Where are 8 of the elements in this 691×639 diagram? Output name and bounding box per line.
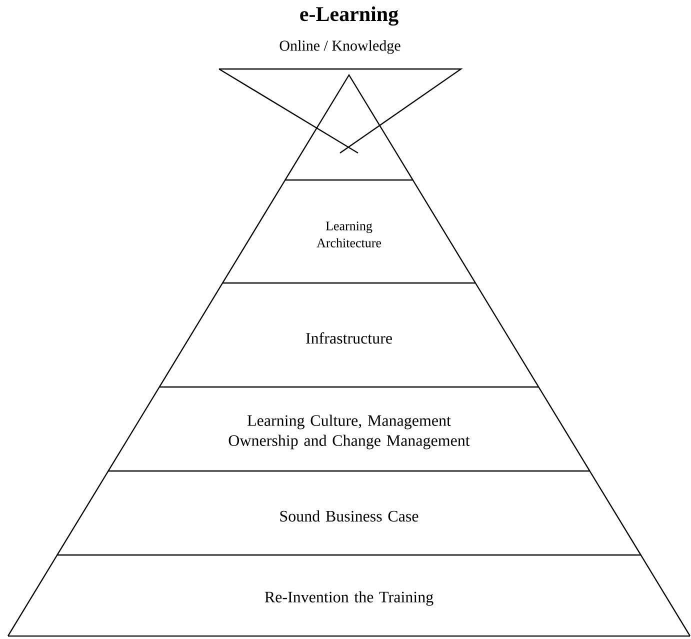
pyramid-layer: Learning Architecture (222, 179, 476, 284)
heading: e-Learning (300, 6, 398, 26)
pyramid-layer: Learning Culture, Management Ownership and Change Management (108, 386, 590, 472)
pyramid-layer: Re-Invention the Training (8, 554, 691, 637)
pyramid-layer: Infrastructure (158, 282, 540, 388)
funnel-triangle: Online / Knowledge (218, 40, 463, 154)
pyramid-apex (284, 74, 414, 180)
pyramid-layer: Sound Business Case (56, 470, 642, 556)
